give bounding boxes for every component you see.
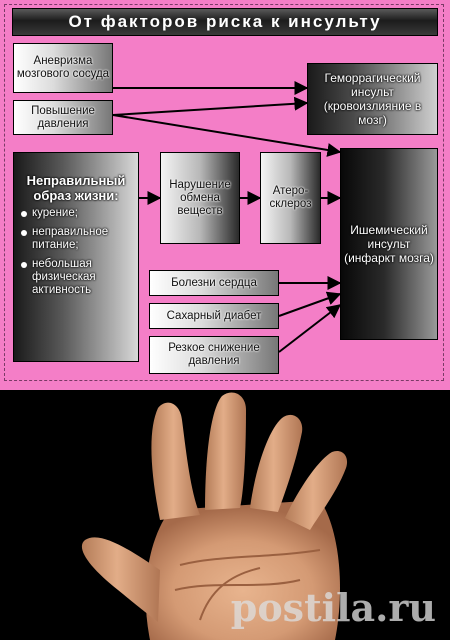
pressure-drop-box: Резкое снижение давления (149, 336, 279, 374)
pressure-rise-label: Повышение давления (31, 104, 95, 130)
heart-disease-label: Болезни сердца (171, 276, 257, 289)
pressure-rise-box: Повышение давления (13, 100, 113, 135)
metabolism-box: Нарушение обмена веществ (160, 152, 240, 244)
atherosclerosis-box: Атеро-склероз (260, 152, 321, 244)
heart-disease-box: Болезни сердца (149, 270, 279, 296)
atherosclerosis-label: Атеро-склероз (269, 185, 312, 210)
hand-illustration (81, 392, 348, 640)
diabetes-box: Сахарный диабет (149, 303, 279, 329)
stroke-risk-diagram: От факторов риска к инсульту Аневризма м… (0, 0, 450, 390)
lifestyle-list: курение; неправильное питание; небольшая… (18, 207, 134, 297)
hemorrhagic-stroke-box: Геморрагический инсульт (кровоизлияние в… (307, 63, 438, 135)
lifestyle-item: курение; (18, 207, 134, 220)
lifestyle-item: неправильное питание; (18, 226, 134, 252)
aneurysm-box: Аневризма мозгового сосуда (13, 43, 113, 93)
diagram-frame (4, 4, 444, 381)
arrow-pressure-drop-to-ischemic (278, 304, 342, 353)
arrow-pressure-to-hemorrhagic (112, 96, 309, 116)
arrow-diabetes-to-ischemic (278, 291, 342, 317)
metabolism-label: Нарушение обмена веществ (169, 178, 231, 217)
pressure-drop-label: Резкое снижение давления (168, 342, 260, 367)
diagram-title: От факторов риска к инсульту (12, 8, 438, 36)
ischemic-stroke-box: Ишемический инсульт (инфаркт мозга) (340, 148, 438, 340)
diabetes-label: Сахарный диабет (166, 309, 262, 322)
lifestyle-item: небольшая физическая активность (18, 258, 134, 297)
raised-hand-photo: postila.ru (0, 390, 450, 640)
lifestyle-box: Неправильный образ жизни: курение; непра… (13, 152, 139, 362)
lifestyle-heading: Неправильный образ жизни: (26, 173, 126, 203)
ischemic-stroke-label: Ишемический инсульт (инфаркт мозга) (344, 223, 434, 265)
watermark: postila.ru (230, 585, 436, 630)
hemorrhagic-stroke-label: Геморрагический инсульт (кровоизлияние в… (323, 71, 422, 127)
arrow-pressure-to-ischemic (112, 114, 342, 157)
diagram-arrows (112, 81, 342, 353)
aneurysm-label: Аневризма мозгового сосуда (16, 55, 110, 80)
